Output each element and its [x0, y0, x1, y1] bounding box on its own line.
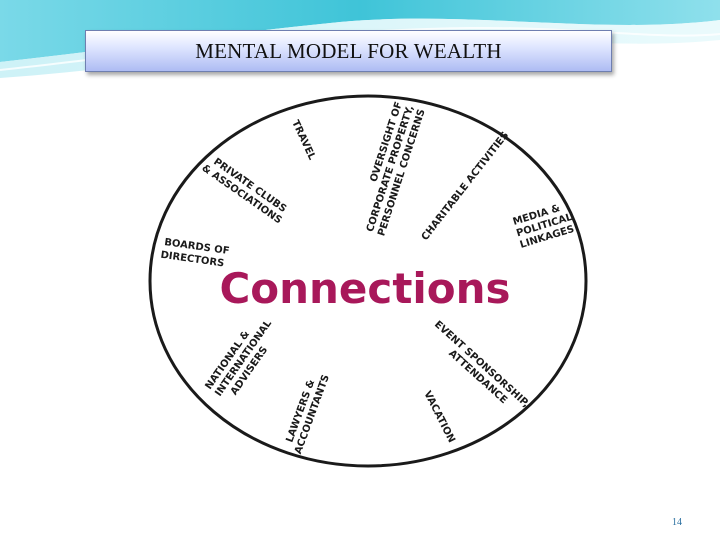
label-event-sponsorship: EVENT SPONSORSHIP, ATTENDANCE	[432, 319, 531, 410]
connections-ellipse	[148, 94, 588, 468]
label-oversight: OVERSIGHT OF CORPORATE PROPERTY, PERSONN…	[365, 101, 428, 238]
label-event-line: EVENT SPONSORSHIP,	[432, 319, 531, 410]
label-private-clubs: PRIVATE CLUBS & ASSOCIATIONS	[199, 156, 288, 226]
label-charitable-line: CHARITABLE ACTIVITIES	[420, 130, 512, 243]
label-vacation: VACATION	[421, 389, 456, 444]
label-national-advisers: NATIONAL & INTERNATIONAL ADVISERS	[203, 318, 274, 399]
label-travel-line: TRAVEL	[289, 119, 317, 163]
center-label-connections: Connections	[219, 264, 510, 313]
label-charitable-activities: CHARITABLE ACTIVITIES	[420, 130, 512, 243]
page-number: 14	[672, 517, 682, 528]
label-boards-of-directors: BOARDS OF DIRECTORS	[160, 237, 230, 269]
connections-diagram-svg: Connections TRAVEL OVERSIGHT OF CORPORAT…	[148, 94, 588, 468]
label-travel: TRAVEL	[289, 119, 317, 163]
label-vacation-line: VACATION	[421, 389, 456, 444]
connections-diagram: Connections TRAVEL OVERSIGHT OF CORPORAT…	[140, 85, 590, 485]
slide-title: MENTAL MODEL FOR WEALTH	[195, 38, 502, 63]
slide-title-box: MENTAL MODEL FOR WEALTH	[85, 30, 612, 72]
label-lawyers-accountants: LAWYERS & ACCOUNTANTS	[284, 373, 331, 455]
